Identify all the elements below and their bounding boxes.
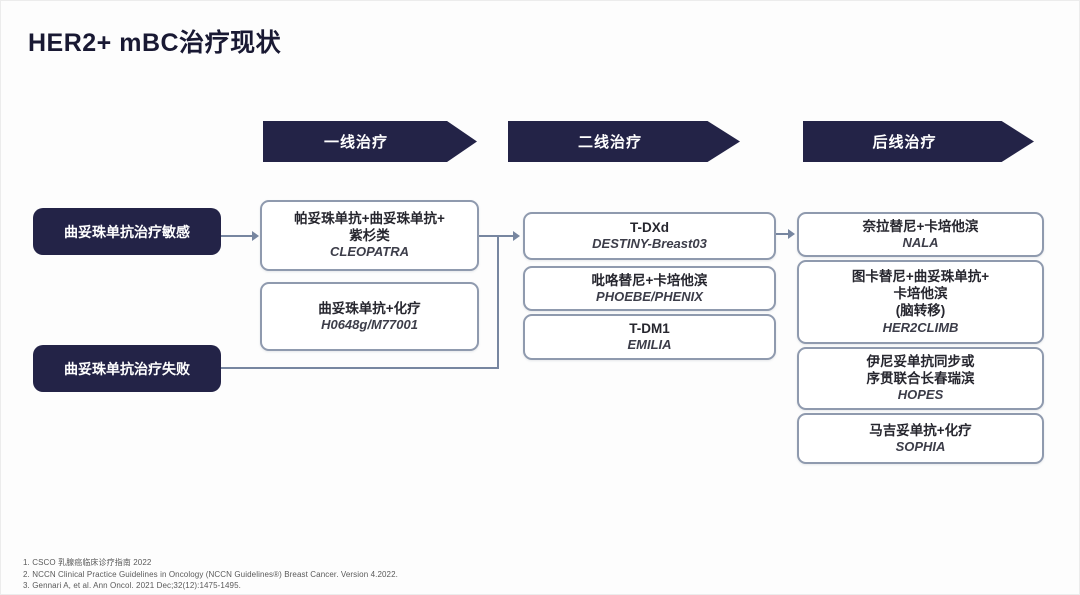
- footnote-2: 2. NCCN Clinical Practice Guidelines in …: [23, 569, 398, 579]
- treatment-box-nala: 奈拉替尼+卡培他滨 NALA: [797, 212, 1044, 257]
- trial-name: CLEOPATRA: [330, 244, 409, 260]
- trial-name: DESTINY-Breast03: [592, 236, 707, 252]
- treatment-line: 吡咯替尼+卡培他滨: [591, 272, 708, 288]
- treatment-line: T-DXd: [630, 220, 669, 236]
- trial-name: EMILIA: [627, 337, 672, 353]
- treatment-box-her2climb: 图卡替尼+曲妥珠单抗+ 卡培他滨 (脑转移) HER2CLIMB: [797, 260, 1044, 344]
- arrowhead-into-firstline: [252, 231, 259, 241]
- treatment-line: 紫杉类: [349, 228, 390, 244]
- footnotes: 1. CSCO 乳腺癌临床诊疗指南 2022 2. NCCN Clinical …: [23, 557, 398, 592]
- treatment-line: 序贯联合长春瑞滨: [866, 371, 975, 387]
- trial-name: NALA: [902, 234, 939, 250]
- trial-name: PHOEBE/PHENIX: [596, 288, 703, 304]
- trial-name: H0648g/M77001: [321, 316, 418, 332]
- treatment-line: 图卡替尼+曲妥珠单抗+: [851, 268, 990, 284]
- footnote-1: 1. CSCO 乳腺癌临床诊疗指南 2022: [23, 558, 152, 567]
- treatment-line: 奈拉替尼+卡培他滨: [862, 218, 979, 234]
- connector-junction-to-secondline: [499, 235, 515, 237]
- trial-name: HOPES: [897, 387, 944, 403]
- stage-arrow-label: 后线治疗: [872, 134, 937, 151]
- treatment-box-phoebe: 吡咯替尼+卡培他滨 PHOEBE/PHENIX: [523, 266, 776, 311]
- stage-arrow-label: 二线治疗: [577, 134, 642, 151]
- stage-arrow-later-line: 后线治疗: [803, 121, 1034, 162]
- treatment-line: 伊尼妥单抗同步或: [866, 353, 975, 369]
- treatment-line: 帕妥珠单抗+曲妥珠单抗+: [294, 210, 445, 226]
- stage-arrow-label: 一线治疗: [323, 134, 388, 151]
- arrowhead-into-secondline: [513, 231, 520, 241]
- treatment-box-tdm1: T-DM1 EMILIA: [523, 314, 776, 360]
- connector-firstline-to-junction: [479, 235, 499, 237]
- treatment-box-sophia: 马吉妥单抗+化疗 SOPHIA: [797, 413, 1044, 464]
- treatment-box-h0648g: 曲妥珠单抗+化疗 H0648g/M77001: [260, 282, 479, 351]
- connector-secondline-to-laterline: [776, 233, 790, 235]
- group-box-label: 曲妥珠单抗治疗失败: [64, 360, 190, 377]
- stage-arrow-second-line: 二线治疗: [508, 121, 740, 162]
- treatment-line: T-DM1: [629, 321, 670, 337]
- stage-arrow-first-line: 一线治疗: [263, 121, 477, 162]
- page-title: HER2+ mBC治疗现状: [28, 29, 282, 57]
- treatment-line: 卡培他滨: [893, 286, 948, 302]
- group-box-label: 曲妥珠单抗治疗敏感: [64, 223, 190, 240]
- treatment-line: (脑转移): [895, 303, 946, 319]
- connector-junction-vertical: [497, 235, 499, 369]
- treatment-line: 曲妥珠单抗+化疗: [318, 300, 421, 316]
- treatment-box-cleopatra: 帕妥珠单抗+曲妥珠单抗+ 紫杉类 CLEOPATRA: [260, 200, 479, 271]
- treatment-line: 马吉妥单抗+化疗: [869, 422, 972, 438]
- trial-name: HER2CLIMB: [882, 319, 959, 335]
- connector-sensitive-to-firstline: [221, 235, 254, 237]
- arrowhead-into-laterline: [788, 229, 795, 239]
- treatment-box-tdxd: T-DXd DESTINY-Breast03: [523, 212, 776, 260]
- connector-failed-to-junction: [221, 367, 499, 369]
- treatment-box-hopes: 伊尼妥单抗同步或 序贯联合长春瑞滨 HOPES: [797, 347, 1044, 410]
- group-box-trastuzumab-failed: 曲妥珠单抗治疗失败: [33, 345, 221, 392]
- group-box-trastuzumab-sensitive: 曲妥珠单抗治疗敏感: [33, 208, 221, 255]
- trial-name: SOPHIA: [895, 438, 946, 454]
- footnote-3: 3. Gennari A, et al. Ann Oncol. 2021 Dec…: [23, 581, 241, 590]
